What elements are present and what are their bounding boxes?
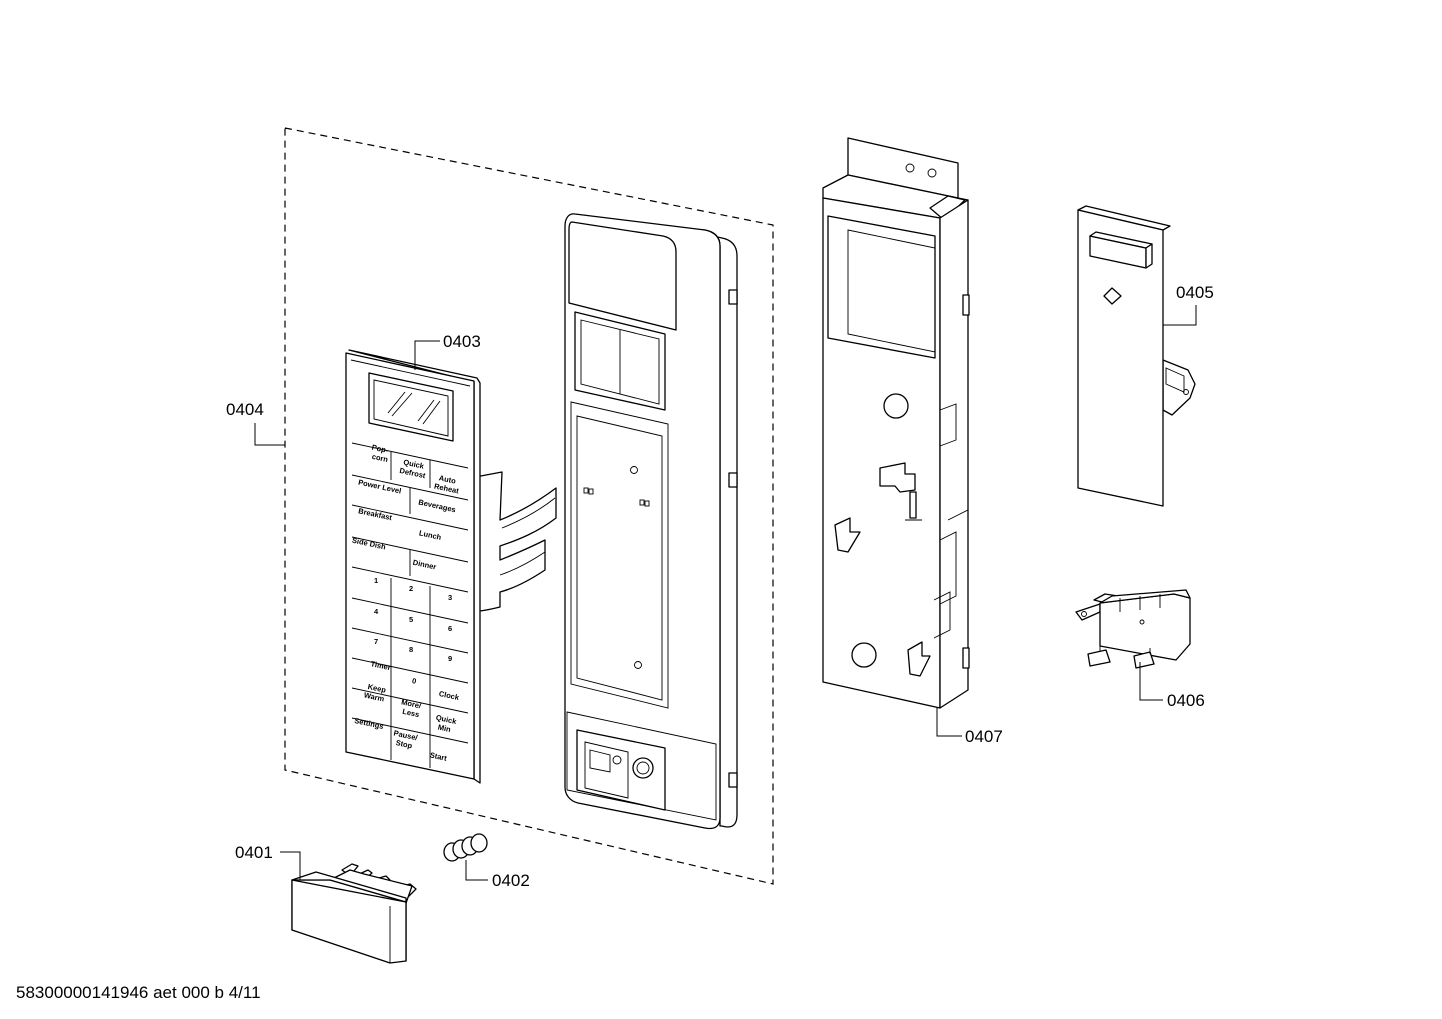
- key-quick-min-line1: Quick: [435, 713, 458, 726]
- key-digit-2: 2: [409, 584, 413, 593]
- part-0402-springs: [443, 833, 488, 862]
- control-panel-front-frame: [564, 213, 738, 830]
- part-0403-keypad-membrane: Pop- corn Quick Defrost Auto Reheat Powe…: [345, 349, 557, 784]
- callout-0403: 0403: [443, 332, 481, 351]
- callout-0405: 0405: [1176, 283, 1214, 302]
- key-digit-8: 8: [409, 645, 413, 654]
- leader-0402: [465, 860, 488, 881]
- callout-0404: 0404: [226, 400, 264, 419]
- callout-0401: 0401: [235, 843, 273, 862]
- callout-0407: 0407: [965, 727, 1003, 746]
- leader-0401: [280, 851, 301, 880]
- key-keep-warm-line2: Warm: [363, 690, 385, 703]
- key-digit-9: 9: [448, 654, 452, 663]
- part-0406-door-switch: [1075, 589, 1191, 669]
- drawing-code: 58300000141946 aet 000 b 4/11: [16, 983, 261, 1002]
- key-digit-7: 7: [374, 637, 378, 646]
- callout-0402: 0402: [492, 871, 530, 890]
- assembly-0404-boundary: [284, 127, 774, 885]
- key-timer: Timer: [370, 659, 392, 672]
- key-more-less-line2: Less: [402, 707, 421, 719]
- key-digit-1: 1: [374, 576, 378, 585]
- key-digit-5: 5: [409, 615, 413, 624]
- part-0407-bracket: [822, 137, 970, 709]
- key-clock: Clock: [438, 689, 461, 702]
- key-digit-4: 4: [374, 607, 379, 616]
- key-more-less-line1: More/: [401, 697, 423, 710]
- key-auto-reheat-line1: Auto: [438, 473, 457, 485]
- callout-0406: 0406: [1167, 691, 1205, 710]
- key-quick-defrost-line1: Quick: [403, 458, 426, 471]
- leader-0404: [254, 423, 285, 446]
- leader-0403: [414, 340, 440, 370]
- leader-0406: [1139, 662, 1163, 701]
- key-pause-stop-line2: Stop: [395, 738, 414, 750]
- key-quick-min-line2: Min: [437, 723, 452, 735]
- key-popcorn-line1: Pop-: [371, 443, 390, 455]
- leader-0405: [1163, 305, 1197, 326]
- key-start: Start: [429, 750, 448, 762]
- leader-0407: [936, 708, 962, 737]
- key-keep-warm-line1: Keep: [367, 682, 387, 695]
- key-digit-3: 3: [448, 593, 452, 602]
- key-popcorn-line2: corn: [371, 452, 389, 464]
- key-digit-0: 0: [411, 676, 417, 686]
- part-0401-door-button: [291, 863, 417, 964]
- key-digit-6: 6: [448, 624, 452, 633]
- part-0405-control-board: [1077, 205, 1196, 507]
